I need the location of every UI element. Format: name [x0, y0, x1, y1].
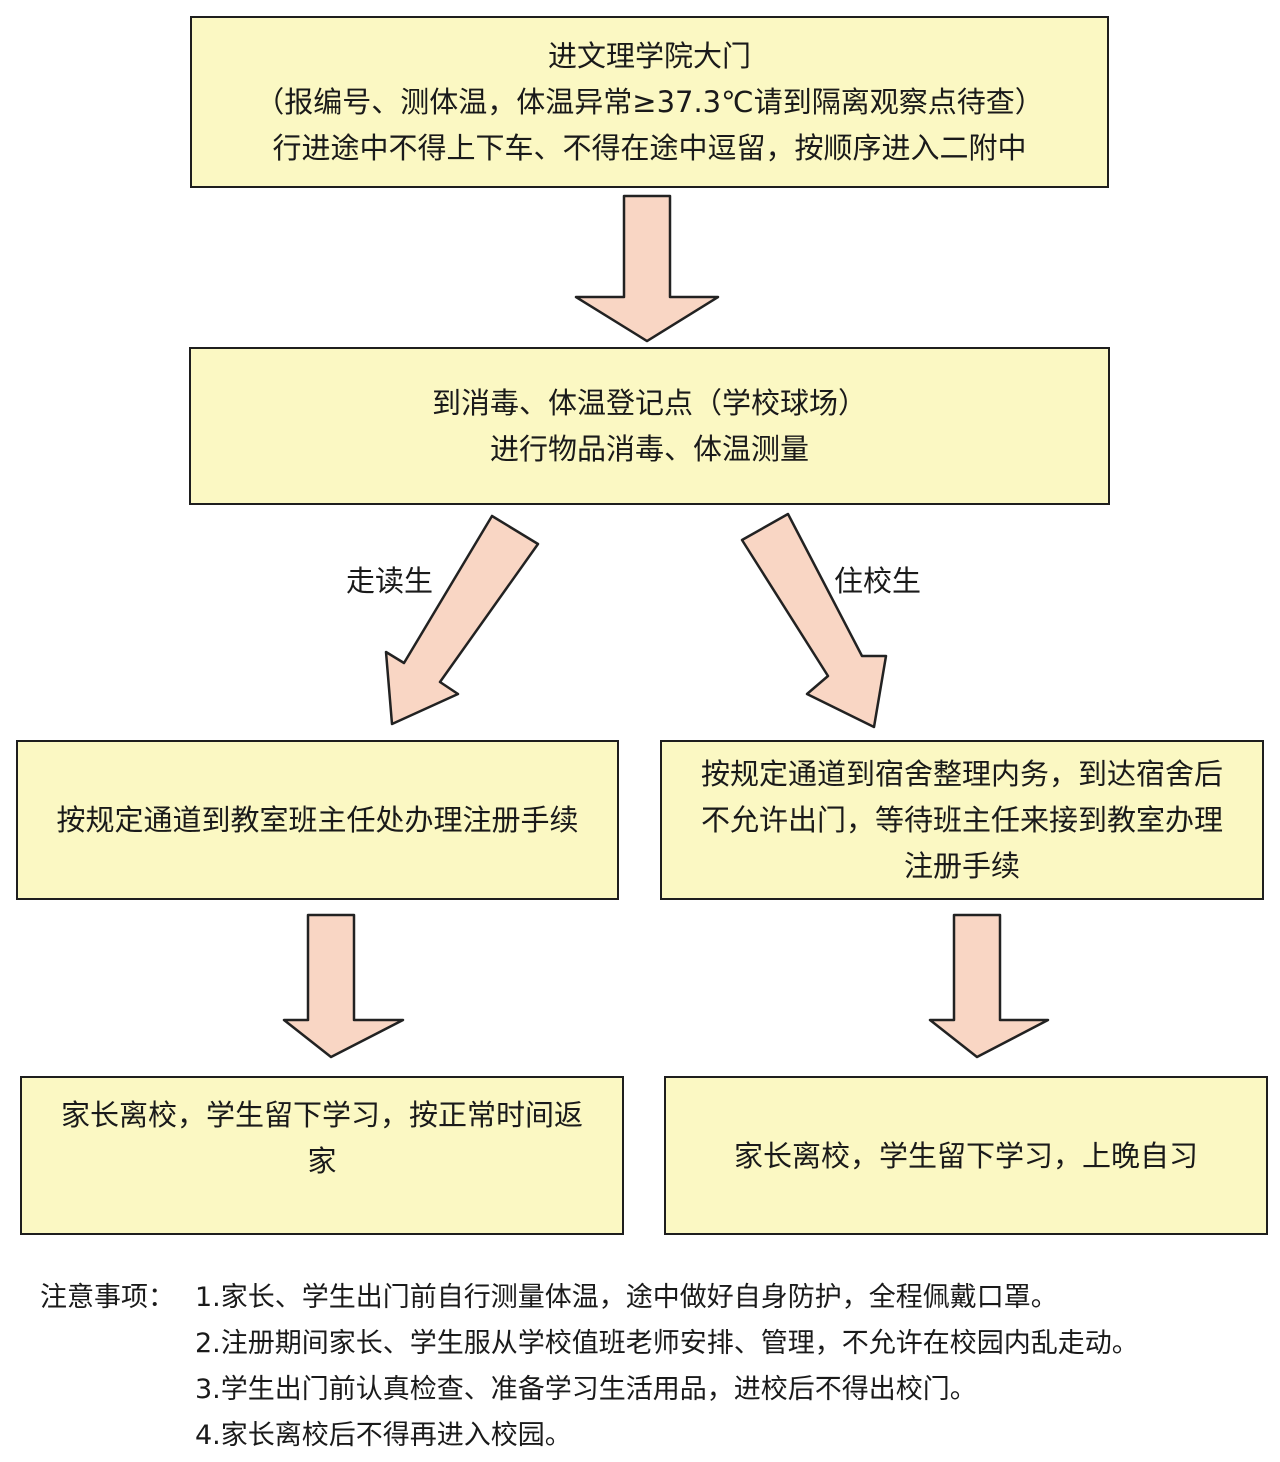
notes-label: 注意事项： — [40, 1282, 175, 1313]
entry-gate-title: 进文理学院大门 — [547, 39, 751, 73]
arrow-down-1 — [574, 194, 720, 343]
boarding-register-line-2: 不允许出门，等待班主任来接到教室办理 — [700, 803, 1223, 837]
branch-label-boarding-student: 住校生 — [834, 564, 922, 598]
note-row: . 3.学生出门前认真检查、准备学习生活用品，进校后不得出校门。 — [40, 1367, 1139, 1413]
boarding-register-line-3: 注册手续 — [903, 849, 1020, 883]
day-student-end-line-2: 家 — [307, 1144, 337, 1178]
note-row: 注意事项： 1.家长、学生出门前自行测量体温，途中做好自身防护，全程佩戴口罩。 — [40, 1275, 1139, 1321]
boarding-student-end-text: 家长离校，学生留下学习，上晚自习 — [733, 1138, 1198, 1173]
boarding-register-line-1: 按规定通道到宿舍整理内务，到达宿舍后 — [700, 757, 1223, 791]
day-student-register-text: 按规定通道到教室班主任处办理注册手续 — [56, 803, 579, 837]
arrow-diag-right — [740, 512, 888, 729]
arrow-diag-left — [384, 514, 540, 726]
note-item: 1.家长、学生出门前自行测量体温，途中做好自身防护，全程佩戴口罩。 — [195, 1282, 1058, 1313]
disinfection-action: 进行物品消毒、体温测量 — [489, 432, 809, 466]
day-student-end-line-1: 家长离校，学生留下学习，按正常时间返 — [60, 1098, 583, 1132]
arrow-down-left — [282, 913, 405, 1059]
notes-section: 注意事项： 1.家长、学生出门前自行测量体温，途中做好自身防护，全程佩戴口罩。 … — [40, 1275, 1139, 1459]
day-student-end-box: 家长离校，学生留下学习，按正常时间返 家 — [20, 1076, 624, 1235]
entry-gate-route-note: 行进途中不得上下车、不得在途中逗留，按顺序进入二附中 — [272, 131, 1027, 165]
entry-gate-box: 进文理学院大门 （报编号、测体温，体温异常≥37.3℃请到隔离观察点待查） 行进… — [190, 16, 1109, 188]
disinfection-location: 到消毒、体温登记点（学校球场） — [431, 386, 867, 420]
boarding-student-register-box: 按规定通道到宿舍整理内务，到达宿舍后 不允许出门，等待班主任来接到教室办理 注册… — [660, 740, 1264, 900]
boarding-student-end-box: 家长离校，学生留下学习，上晚自习 — [664, 1076, 1268, 1235]
disinfection-box: 到消毒、体温登记点（学校球场） 进行物品消毒、体温测量 — [189, 347, 1110, 505]
note-row: . 2.注册期间家长、学生服从学校值班老师安排、管理，不允许在校园内乱走动。 — [40, 1321, 1139, 1367]
entry-gate-check-note: （报编号、测体温，体温异常≥37.3℃请到隔离观察点待查） — [255, 85, 1044, 119]
note-row: . 4.家长离校后不得再进入校园。 — [40, 1413, 1139, 1459]
note-item: 4.家长离校后不得再进入校园。 — [195, 1420, 572, 1451]
branch-label-day-student: 走读生 — [346, 564, 434, 598]
arrow-down-right — [928, 913, 1050, 1059]
day-student-register-box: 按规定通道到教室班主任处办理注册手续 — [16, 740, 619, 900]
note-item: 2.注册期间家长、学生服从学校值班老师安排、管理，不允许在校园内乱走动。 — [195, 1328, 1139, 1359]
note-item: 3.学生出门前认真检查、准备学习生活用品，进校后不得出校门。 — [195, 1374, 977, 1405]
